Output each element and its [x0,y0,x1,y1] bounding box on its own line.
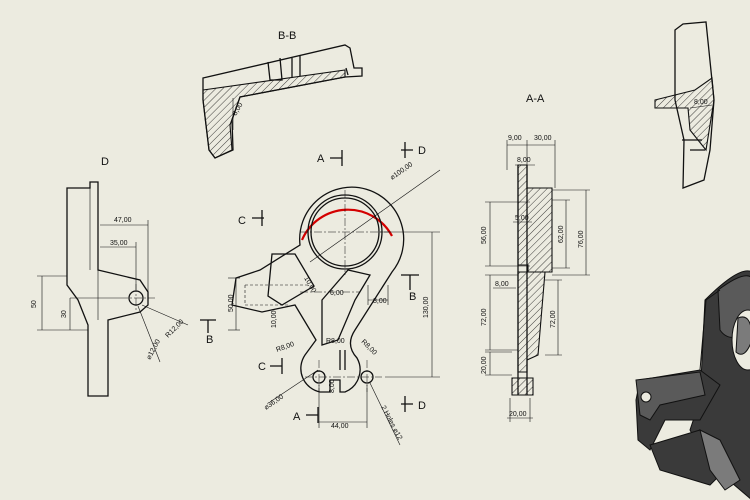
marker-a-bottom: A [293,407,319,423]
svg-text:C: C [258,361,266,373]
section-view-bb: B-B 8,00 [202,30,363,159]
dim-main-r8c: R8,00 [360,338,378,356]
section-view-aa: A-A 9,00 30,00 8,00 56,00 5,00 62,00 76,… [481,93,590,422]
marker-b-left: B [200,319,216,346]
dim-d-35: 35,00 [110,240,128,247]
main-front-view: ⌀100,00 130,00 50,00 10,00 10,00 6,00 8,… [200,142,441,446]
isometric-model [635,270,750,499]
dim-main-r8a: R8,00 [275,341,295,354]
dim-main-50: 50,00 [228,294,235,312]
view-d: D 47,00 35,00 50 30 R12,00 ⌀12,00 [31,156,189,397]
dim-aa-76: 76,00 [578,230,585,248]
marker-d-bottom: D [401,396,426,412]
dim-aa-9: 9,00 [508,135,522,142]
dim-aa-72b: 72,00 [550,310,557,328]
dim-aa-5: 5,00 [515,215,529,222]
svg-text:A: A [293,411,301,423]
dim-detail-8: 8,00 [694,99,708,106]
dim-d-50: 50 [31,300,38,308]
dim-main-r8b: R8,00 [326,338,345,345]
dim-main-10a: 10,00 [271,310,278,328]
svg-text:B: B [409,291,416,303]
dim-main-holes: 2 Holes ⌀12 [379,405,403,442]
dim-d-r12: R12,00 [164,318,185,339]
dim-d-47: 47,00 [114,217,132,224]
dim-main-v8: 8,00 [329,379,336,393]
section-bb-title: B-B [278,30,296,42]
dim-aa-20a: 20,00 [481,356,488,374]
svg-text:B: B [206,334,213,346]
dim-aa-8b: 8,00 [495,281,509,288]
svg-text:A: A [317,153,325,165]
svg-text:C: C [238,215,246,227]
dim-aa-72a: 72,00 [481,308,488,326]
marker-c-top: C [238,210,264,227]
view-d-title: D [101,156,109,168]
section-aa-title: A-A [526,93,545,105]
dim-aa-20b: 20,00 [509,411,527,418]
marker-b-right: B [401,274,419,303]
dim-main-d36: ⌀36,00 [263,393,285,411]
dim-main-8: 8,00 [373,298,387,305]
marker-a-top: A [317,150,343,166]
dim-aa-30: 30,00 [534,135,552,142]
dim-main-d100: ⌀100,00 [389,161,414,181]
svg-text:D: D [418,400,426,412]
svg-text:D: D [418,145,426,157]
dim-aa-62: 62,00 [558,225,565,243]
dim-aa-56: 56,00 [481,226,488,244]
dim-main-6: 6,00 [330,290,344,297]
dim-d-30: 30 [61,310,68,318]
dim-main-44: 44,00 [331,423,349,430]
marker-d-top: D [401,142,426,158]
marker-c-bottom: C [258,358,283,374]
detail-section-c: 8,00 [654,21,715,189]
highlighted-edge [300,208,393,241]
dim-main-130: 130,00 [423,296,430,318]
dim-aa-8: 8,00 [517,157,531,164]
dim-d-d12: ⌀12,00 [146,338,162,361]
